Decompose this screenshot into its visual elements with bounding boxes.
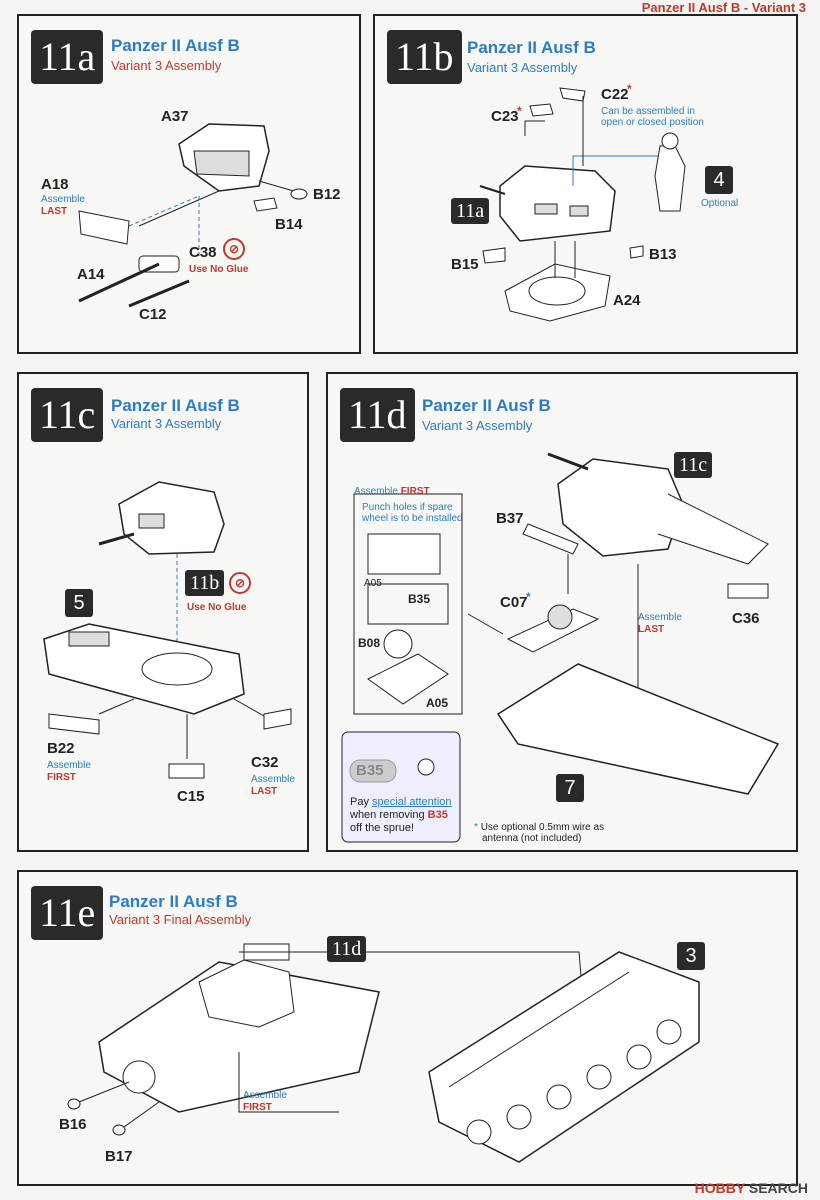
ref-11b: 11b — [185, 570, 225, 596]
part-b37: B37 — [496, 510, 524, 527]
b35-sprue-label: B35 — [356, 762, 384, 779]
part-b13: B13 — [649, 246, 677, 263]
note-assemble-first: Assemble FIRST — [354, 486, 430, 497]
assembly-drawing — [341, 452, 780, 843]
figure-number: 5 — [65, 589, 93, 617]
figure-number: 3 — [677, 942, 705, 970]
part-c23: C23 — [491, 108, 519, 125]
panel-subtitle: Variant 3 Assembly — [467, 60, 578, 75]
note-wire-line-1: Use optional 0.5mm wire as — [480, 822, 605, 833]
note-punch-holes: Punch holes if spare wheel is to be inst… — [362, 502, 463, 524]
ref-11a: 11a — [451, 198, 490, 224]
page-header: Panzer II Ausf B - Variant 3 — [641, 0, 806, 15]
note-assemble: Assemble — [243, 1090, 287, 1101]
part-c32: C32 — [251, 754, 279, 771]
part-b15: B15 — [451, 256, 479, 273]
step-badge: 11a — [31, 30, 104, 84]
part-a05: A05 — [364, 578, 382, 589]
note-when: when removing — [350, 809, 425, 821]
step-badge: 11d — [340, 388, 415, 442]
asterisk: * — [526, 590, 531, 604]
brand-part-2: SEARCH — [748, 1180, 808, 1196]
panel-subtitle: Variant 3 Assembly — [422, 418, 533, 433]
part-b22: B22 — [47, 740, 75, 757]
part-c38: C38 — [189, 244, 217, 261]
part-b14: B14 — [275, 216, 303, 233]
ref-11c: 11c — [674, 452, 713, 478]
note-last: LAST — [638, 624, 665, 635]
note-line-1: Punch holes if spare — [362, 502, 453, 513]
panel-11e: 11e Panzer II Ausf B Variant 3 Final Ass… — [17, 870, 798, 1186]
note-no-glue: Use No Glue — [189, 264, 249, 275]
part-a24: A24 — [613, 292, 641, 309]
note-wire-line-2: antenna (not included) — [482, 833, 582, 844]
part-b08: B08 — [358, 636, 381, 650]
asterisk: * — [474, 822, 478, 833]
note-first: FIRST — [243, 1102, 272, 1113]
part-c15: C15 — [177, 788, 205, 805]
part-c07: C07 — [500, 594, 528, 611]
panel-11d: 11d Panzer II Ausf B Variant 3 Assembly … — [326, 372, 798, 852]
note-no-glue: Use No Glue — [187, 602, 247, 613]
part-a05: A05 — [426, 696, 449, 710]
asterisk: * — [517, 104, 522, 118]
note-optional: Optional — [701, 198, 739, 209]
panel-title: Panzer II Ausf B — [422, 396, 551, 415]
part-a37: A37 — [161, 108, 189, 125]
note-wire: * Use optional 0.5mm wire as antenna (no… — [474, 822, 604, 844]
note-assemble: Assemble — [251, 774, 295, 785]
note-b35: B35 — [427, 809, 448, 821]
step-badge: 11b — [387, 30, 462, 84]
assembly-drawing — [78, 123, 308, 308]
no-glue-icon: ⊘ — [229, 572, 251, 594]
note-assemble: Assemble — [41, 194, 85, 205]
part-b16: B16 — [59, 1116, 87, 1133]
panel-11c: 11c Panzer II Ausf B Variant 3 Assembly … — [17, 372, 309, 852]
note-last: LAST — [251, 786, 278, 797]
figure-number: 7 — [556, 774, 584, 802]
part-c36: C36 — [732, 610, 760, 627]
panel-11a: 11a Panzer II Ausf B Variant 3 Assembly … — [17, 14, 361, 354]
no-glue-icon: ⊘ — [223, 238, 245, 260]
note-special-attention: Pay special attention when removing B35 … — [350, 796, 452, 835]
part-b17: B17 — [105, 1148, 133, 1165]
part-a14: A14 — [77, 266, 105, 283]
footer-brand: HOBBY SEARCH — [695, 1180, 808, 1196]
panel-subtitle: Variant 3 Assembly — [111, 58, 222, 73]
part-c12: C12 — [139, 306, 167, 323]
part-a18: A18 — [41, 176, 69, 193]
note-last: LAST — [41, 206, 68, 217]
note-line-2: wheel is to be installed — [362, 513, 463, 524]
step-badge: 11c — [31, 388, 104, 442]
assembly-drawing — [479, 87, 686, 322]
part-b12: B12 — [313, 186, 341, 203]
part-c22: C22 — [601, 86, 629, 103]
note-assemble: Assemble — [47, 760, 91, 771]
assembly-drawing — [43, 481, 292, 779]
ref-11d: 11d — [327, 936, 367, 962]
panel-title: Panzer II Ausf B — [111, 396, 240, 415]
note-pay: Pay — [350, 796, 369, 808]
assembly-drawing — [67, 943, 700, 1163]
note-assemble: Assemble — [638, 612, 682, 623]
panel-11b: 11b Panzer II Ausf B Variant 3 Assembly … — [373, 14, 798, 354]
note-line-1: Can be assembled in — [601, 106, 695, 117]
panel-title: Panzer II Ausf B — [467, 38, 596, 57]
part-b35: B35 — [408, 592, 431, 606]
note-open-closed: Can be assembled in open or closed posit… — [601, 106, 704, 128]
figure-number: 4 — [705, 166, 733, 194]
step-badge: 11e — [31, 886, 104, 940]
panel-title: Panzer II Ausf B — [111, 36, 240, 55]
asterisk: * — [627, 82, 632, 96]
note-special: special attention — [372, 796, 452, 808]
brand-part-1: HOBBY — [694, 1180, 745, 1196]
note-first: FIRST — [47, 772, 76, 783]
note-assemble: Assemble — [354, 486, 398, 497]
panel-subtitle: Variant 3 Final Assembly — [109, 912, 252, 927]
note-off-sprue: off the sprue! — [350, 822, 415, 834]
note-line-2: open or closed position — [601, 117, 704, 128]
note-first: FIRST — [400, 486, 430, 497]
panel-subtitle: Variant 3 Assembly — [111, 416, 222, 431]
panel-title: Panzer II Ausf B — [109, 892, 238, 911]
